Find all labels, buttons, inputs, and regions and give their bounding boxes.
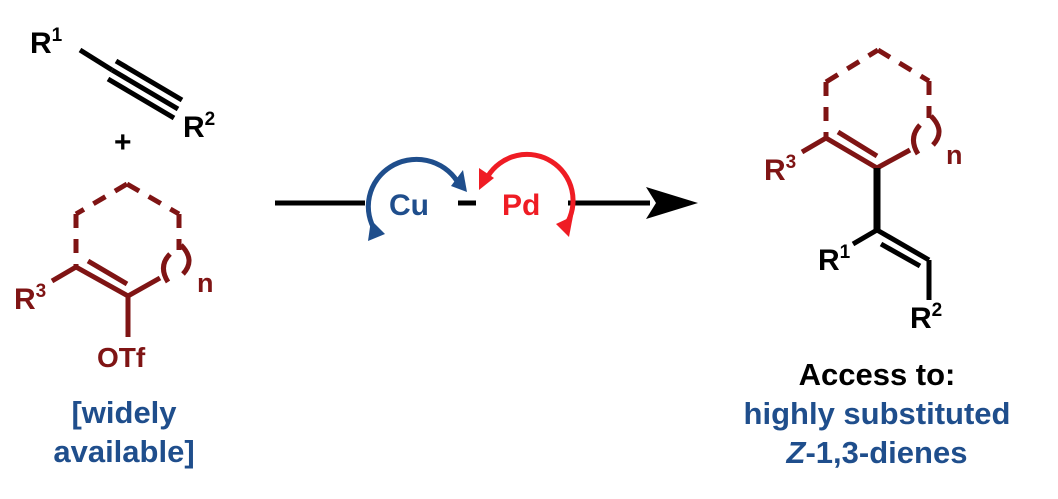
svg-text:R3: R3 — [764, 152, 796, 187]
triflate-ring-dashed-bond — [74, 181, 129, 217]
alkyne-structure: R1 R2 — [30, 25, 215, 144]
product-ring-bond — [875, 147, 912, 171]
product-r1-bond — [851, 227, 879, 247]
product-caption-line2: Z-1,3-dienes — [786, 435, 968, 470]
product-ring-dashed-bond — [824, 47, 880, 85]
pd-cycle-arrowhead-bottom — [556, 216, 573, 237]
alkyne-r2-label: R — [183, 111, 205, 144]
diene-product-structure: n R3 R1 R2 — [764, 47, 963, 335]
arrow-head — [646, 187, 698, 219]
svg-text:R1: R1 — [818, 242, 851, 277]
product-r1-superscript: 1 — [840, 242, 851, 263]
alkyne-triple-bond-lower — [106, 76, 176, 121]
svg-text:R2: R2 — [910, 300, 942, 335]
alkyne-triple-bond-upper — [114, 58, 184, 103]
product-r3-bond — [800, 135, 828, 155]
pd-cycle-arc — [485, 151, 576, 227]
reactant-caption-line2: available] — [53, 434, 194, 469]
triflate-ring-paren-left — [161, 252, 172, 284]
svg-text:R2: R2 — [183, 109, 215, 144]
product-diene-double-bond-inner — [879, 241, 922, 269]
triflate-otf-label: OTf — [97, 342, 146, 373]
triflate-r3-bond — [50, 264, 78, 284]
product-r1-label: R — [818, 244, 840, 277]
triflate-ring-bond — [126, 275, 162, 299]
vinyl-triflate-structure: n R3 OTf — [14, 181, 214, 373]
triflate-ring-double-bond-inner — [86, 258, 129, 287]
pd-cycle-arrowhead-top — [479, 168, 494, 190]
reaction-arrow — [275, 187, 698, 219]
product-r2-label: R — [910, 302, 932, 335]
product-ring-dashed-bond — [876, 47, 931, 84]
product-r3-label: R — [764, 154, 786, 187]
product-n-label: n — [946, 140, 963, 170]
pd-catalytic-cycle: Pd — [479, 151, 576, 237]
triflate-ring-double-bond — [74, 264, 130, 299]
product-caption-heading: Access to: — [799, 357, 956, 392]
alkyne-r2-superscript: 2 — [205, 109, 216, 130]
cu-cycle-arrowhead-top — [451, 170, 467, 192]
plus-sign: + — [114, 126, 132, 159]
alkyne-r1-superscript: 1 — [52, 25, 63, 46]
product-r3-superscript: 3 — [786, 152, 797, 173]
product-ring-paren-right — [929, 114, 942, 147]
product-ring-double-bond-inner — [836, 129, 879, 159]
pd-label: Pd — [502, 189, 540, 222]
triflate-n-label: n — [197, 268, 214, 298]
product-ring-double-bond — [824, 135, 879, 171]
product-diene-double-bond — [875, 227, 931, 263]
alkyne-r1-label: R — [30, 27, 52, 60]
triflate-ring-paren-right — [179, 243, 192, 276]
product-caption-line1: highly substituted — [744, 396, 1011, 431]
product-r2-superscript: 2 — [932, 300, 943, 321]
product-caption-dienes: -1,3-dienes — [805, 435, 967, 470]
cu-cycle-arc — [365, 156, 460, 234]
triflate-r3-superscript: 3 — [36, 281, 47, 302]
svg-text:R3: R3 — [14, 281, 46, 316]
cu-label: Cu — [389, 189, 429, 222]
product-caption-z-italic: Z — [786, 435, 807, 470]
reactant-caption-line1: [widely — [71, 395, 177, 430]
triflate-ring-dashed-bond — [125, 181, 181, 217]
cu-catalytic-cycle: Cu — [365, 156, 467, 241]
cu-cycle-arrowhead-bottom — [368, 220, 385, 241]
alkyne-triple-bond-center — [110, 67, 180, 112]
product-ring-paren-left — [911, 123, 922, 156]
svg-text:R1: R1 — [30, 25, 63, 60]
triflate-r3-label: R — [14, 283, 36, 316]
alkyne-bond-left — [78, 47, 114, 73]
